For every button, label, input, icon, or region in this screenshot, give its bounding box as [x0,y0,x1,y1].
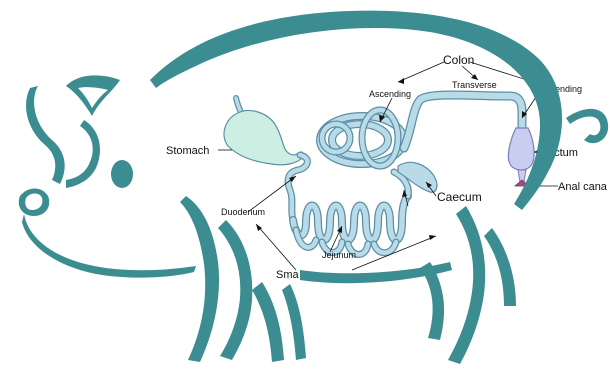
pig-snout [19,189,49,217]
label-stomach: Stomach [166,145,209,157]
label-colon: Colon [443,53,474,67]
eye-icon [111,160,133,188]
label-small-intestine: Sma [276,269,300,281]
rectum [508,128,534,170]
ascending-colon-spiral [320,110,404,166]
pig-face [26,86,65,184]
pig-tail [566,109,608,143]
pig-front-leg-back [252,282,284,362]
digestive-tract [224,95,534,255]
label-duodenum: Duodenum [221,207,265,217]
pig-rear-leg-right [448,206,485,364]
pig-back [150,11,562,210]
pig-front-leg-right [218,220,252,360]
pig-rear-leg-back [484,228,516,306]
pig-cheek [66,120,100,188]
stomach [224,111,302,165]
pig-front-leg-left [180,196,219,362]
label-anal-canal: Anal cana [558,181,608,193]
pig-silhouette-icon [19,11,608,364]
label-caecum: Caecum [437,190,482,204]
pig-front-leg-inner [282,284,306,360]
pig-jaw [22,214,196,278]
pig-ear [66,75,120,116]
label-transverse: Transverse [452,80,497,90]
pig-rear-leg-left [420,262,444,340]
label-jejunum: Jejunum [322,250,356,260]
label-ascending: Ascending [369,89,411,99]
